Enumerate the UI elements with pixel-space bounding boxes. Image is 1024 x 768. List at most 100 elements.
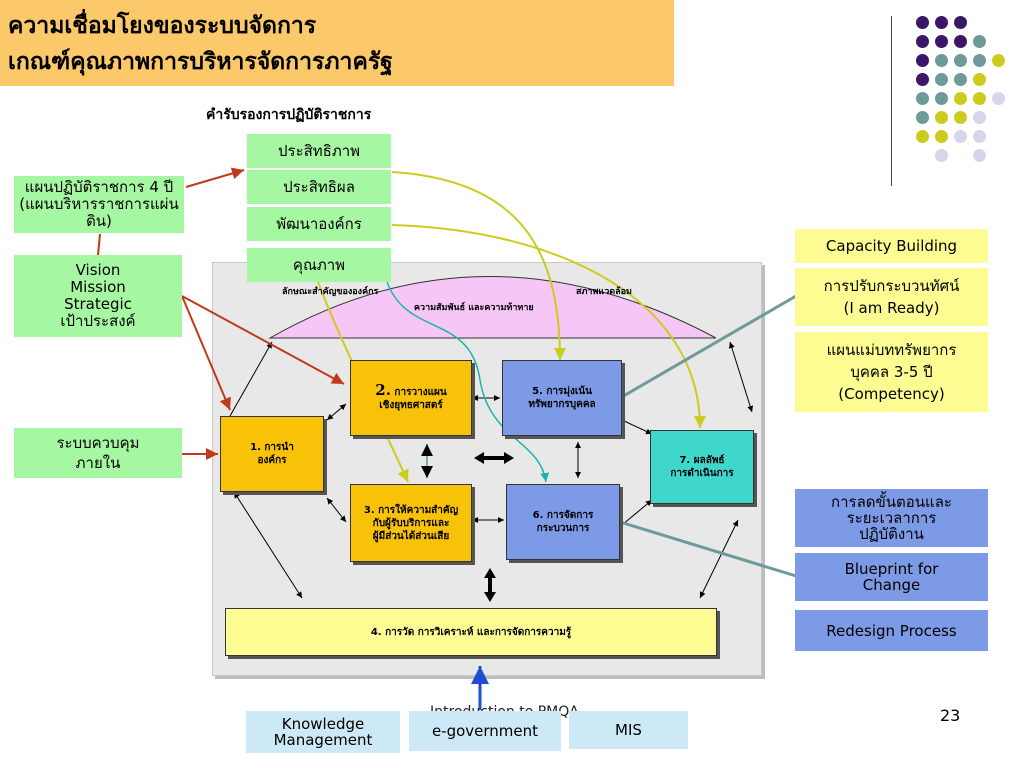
box-org-development: พัฒนาองค์กร — [247, 207, 391, 241]
box-e-government: e-government — [409, 711, 561, 751]
box-plan-label: แผนปฏิบัติราชการ 4 ปี (แผนบริหารราชการแผ… — [19, 178, 179, 230]
dot — [973, 130, 986, 143]
dot — [954, 92, 967, 105]
dot — [916, 35, 929, 48]
dot — [916, 130, 929, 143]
reduce-line-1: การลดขั้นตอนและ — [831, 493, 952, 511]
dot — [992, 54, 1005, 67]
dot — [935, 92, 948, 105]
dot — [954, 111, 967, 124]
box-blueprint: Blueprint for Change — [795, 553, 988, 601]
box-capacity-building: Capacity Building — [795, 229, 988, 263]
dot — [973, 35, 986, 48]
vision-line-3: Strategic — [64, 295, 132, 313]
node-3-line-2: กับผู้รับบริการและ — [372, 517, 450, 529]
subtitle: คำรับรองการปฏิบัติราชการ — [206, 107, 372, 123]
dot — [992, 92, 1005, 105]
node-1-line-2: องค์กร — [257, 455, 287, 466]
node-4-measurement: 4. การวัด การวิเคราะห์ และการจัดการความร… — [225, 608, 717, 656]
box-effectiveness-label: ประสิทธิผล — [283, 177, 355, 196]
km-line-2: Management — [273, 731, 373, 749]
node-6-line-2: กระบวนการ — [536, 523, 590, 534]
dot — [954, 35, 967, 48]
box-efficiency-label: ประสิทธิภาพ — [277, 141, 361, 160]
dot — [935, 35, 948, 48]
node-1-leadership: 1. การนำ องค์กร — [220, 416, 324, 492]
dot — [973, 149, 986, 162]
dot — [916, 111, 929, 124]
blueprint-line-1: Blueprint for — [844, 560, 939, 578]
box-knowledge-management: Knowledge Management — [246, 711, 400, 753]
box-efficiency: ประสิทธิภาพ — [247, 134, 391, 168]
node-3-line-3: ผู้มีส่วนได้ส่วนเสีย — [372, 530, 450, 542]
dot — [954, 54, 967, 67]
redesign-label: Redesign Process — [826, 621, 957, 640]
node-7-line-2: การดำเนินการ — [670, 468, 734, 479]
node-2-line-1: 2. การวางแผน — [375, 381, 447, 399]
node-2-line-2: เชิงยุทธศาสตร์ — [379, 400, 443, 411]
arc-label-org-character: ลักษณะสำคัญขององค์กร — [282, 287, 379, 297]
title-line-1: ความเชื่อมโยงของระบบจัดการ — [8, 12, 317, 39]
dot — [973, 111, 986, 124]
dot — [954, 16, 967, 29]
mis-label: MIS — [615, 721, 642, 739]
control-line-2: ภายใน — [75, 454, 121, 472]
node-1-line-1: 1. การนำ — [250, 442, 294, 453]
hr-plan-line-1: แผนแม่บททรัพยากร — [826, 341, 957, 359]
dot — [973, 54, 986, 67]
dot — [916, 73, 929, 86]
box-org-development-label: พัฒนาองค์กร — [276, 214, 362, 233]
node-6-process-management: 6. การจัดการ กระบวนการ — [506, 484, 620, 560]
arc-shape — [268, 276, 717, 339]
blueprint-line-2: Change — [862, 576, 921, 594]
node-3-customer-focus: 3. การให้ความสำคัญ กับผู้รับบริการและ ผู… — [350, 484, 472, 562]
dot — [916, 16, 929, 29]
dot — [973, 73, 986, 86]
box-mindset: การปรับกระบวนทัศน์ (I am Ready) — [795, 268, 988, 326]
arc-label-relations: ความสัมพันธ์ และความท้าทาย — [414, 303, 534, 313]
dot — [954, 130, 967, 143]
node-3-line-1: 3. การให้ความสำคัญ — [363, 504, 459, 516]
dot — [935, 54, 948, 67]
page-number: 23 — [940, 706, 961, 725]
node-2-label: การวางแผน — [394, 387, 447, 398]
box-hr-plan: แผนแม่บททรัพยากร บุคคล 3-5 ปี (Competenc… — [795, 332, 988, 412]
dot — [935, 111, 948, 124]
node-5-line-2: ทรัพยากรบุคคล — [528, 399, 596, 410]
box-quality-label: คุณภาพ — [292, 255, 346, 274]
mindset-line-2: (I am Ready) — [843, 299, 940, 317]
dot — [935, 149, 948, 162]
node-2-number: 2. — [375, 381, 391, 399]
node-5-line-1: 5. การมุ่งเน้น — [532, 386, 592, 397]
title-banner: ความเชื่อมโยงของระบบจัดการ เกณฑ์คุณภาพกา… — [0, 0, 674, 86]
capacity-label: Capacity Building — [825, 237, 958, 255]
dot — [954, 73, 967, 86]
node-4-label: 4. การวัด การวิเคราะห์ และการจัดการความร… — [370, 626, 572, 638]
hr-plan-line-2: บุคคล 3-5 ปี — [850, 363, 933, 381]
box-plan: แผนปฏิบัติราชการ 4 ปี (แผนบริหารราชการแผ… — [14, 176, 184, 233]
box-redesign: Redesign Process — [795, 610, 988, 651]
node-2-strategic-planning: 2. การวางแผน เชิงยุทธศาสตร์ — [350, 360, 472, 436]
node-5-hr-focus: 5. การมุ่งเน้น ทรัพยากรบุคคล — [502, 360, 622, 436]
arc-label-environment: สภาพแวดล้อม — [576, 287, 632, 297]
dot — [935, 130, 948, 143]
box-effectiveness: ประสิทธิผล — [247, 170, 391, 204]
hr-plan-line-3: (Competency) — [838, 385, 945, 403]
dot — [935, 73, 948, 86]
node-7-line-1: 7. ผลลัพธ์ — [679, 455, 725, 466]
km-line-1: Knowledge — [281, 715, 365, 733]
box-mis: MIS — [569, 711, 688, 749]
reduce-line-2: ระยะเวลาการ — [846, 509, 937, 527]
box-quality: คุณภาพ — [247, 248, 391, 282]
box-vision: Vision Mission Strategic เป้าประสงค์ — [14, 255, 182, 337]
box-internal-control: ระบบควบคุม ภายใน — [14, 428, 182, 478]
vision-line-4: เป้าประสงค์ — [60, 312, 136, 330]
control-line-1: ระบบควบคุม — [56, 434, 140, 452]
title-line-2: เกณฑ์คุณภาพการบริหารจัดการภาครัฐ — [8, 48, 393, 75]
vision-line-2: Mission — [70, 278, 126, 296]
mindset-line-1: การปรับกระบวนทัศน์ — [823, 277, 960, 295]
dot — [935, 16, 948, 29]
egov-label: e-government — [431, 722, 539, 740]
dot — [916, 54, 929, 67]
